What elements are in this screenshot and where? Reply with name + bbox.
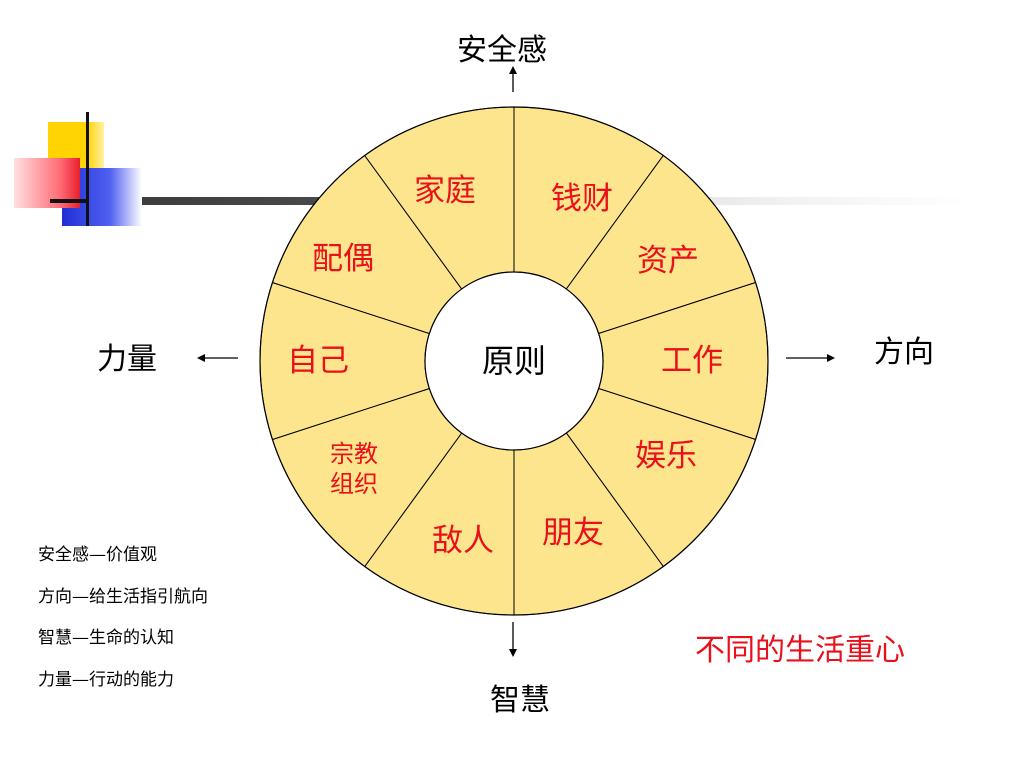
arrow-right-head [827,354,835,362]
direction-bottom-label: 智慧 [490,683,550,718]
logo-vertical-line [86,112,89,226]
note-direction: 方向—给生活指引航向 [38,587,208,607]
segment-label: 宗教 [330,440,378,468]
segment-label: 资产 [637,243,699,279]
wheel-segments [259,106,769,616]
logo-horizontal-line [50,199,86,203]
center-label: 原则 [482,342,546,380]
direction-right-label: 方向 [874,335,934,370]
arrow-left-head [197,354,205,362]
direction-left-label: 力量 [97,342,157,377]
note-power: 力量—行动的能力 [38,670,174,690]
note-wisdom: 智慧—生命的认知 [38,628,174,648]
direction-top-label: 安全感 [457,33,547,68]
arrow-down-head [509,649,517,657]
slide-caption: 不同的生活重心 [695,633,905,668]
segment-label-line2: 组织 [330,470,378,498]
segment-label: 工作 [661,343,723,379]
arrow-up-head [509,66,517,74]
wheel-center-circle [424,271,604,451]
segment-label: 钱财 [551,181,613,217]
wheel-outer-circle [259,106,769,616]
segment-label: 自己 [287,343,349,379]
segment-label: 朋友 [542,515,604,551]
segment-label: 家庭 [414,173,476,209]
segment-label: 娱乐 [635,438,697,474]
note-security: 安全感—价值观 [38,545,157,565]
segment-label: 配偶 [312,241,374,277]
segment-label: 敌人 [432,523,494,559]
